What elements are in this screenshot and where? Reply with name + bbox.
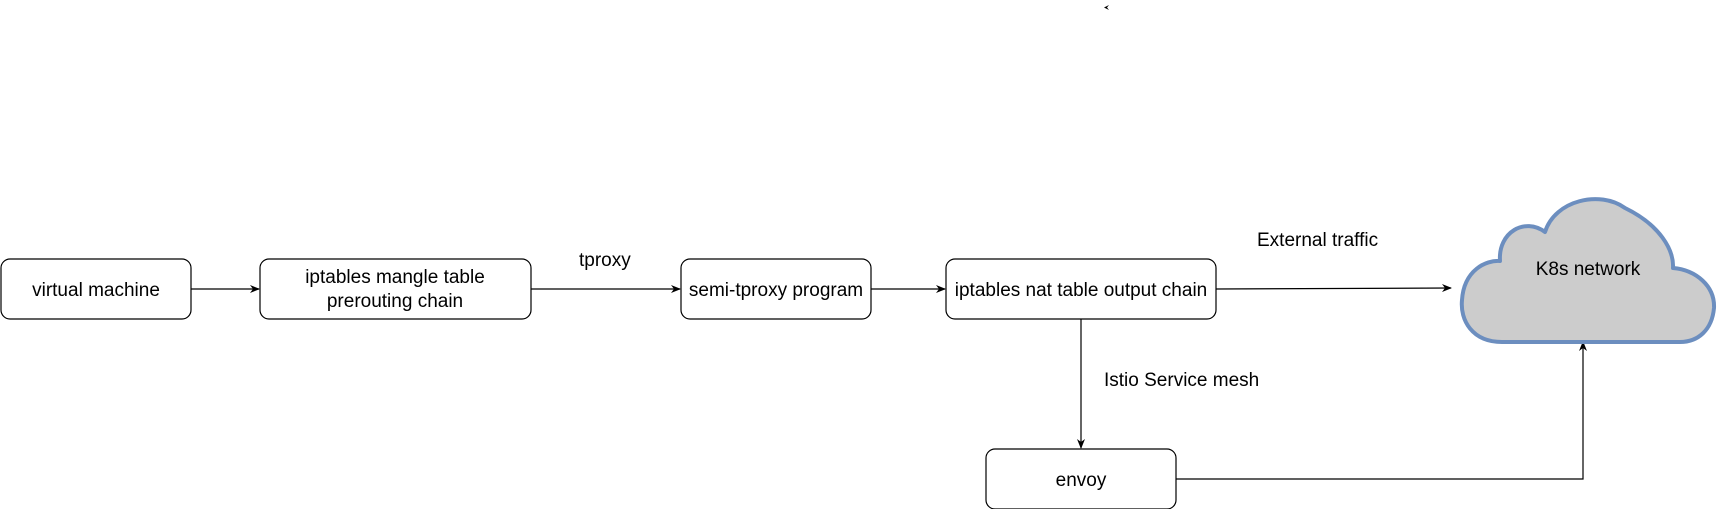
node-iptables-nat: iptables nat table output chain <box>945 258 1217 320</box>
edge-label-tproxy: tproxy <box>579 250 631 271</box>
node-envoy-box <box>985 448 1177 509</box>
node-semi-tproxy: semi-tproxy program <box>680 258 872 320</box>
node-virtual-machine-box <box>0 258 192 320</box>
node-virtual-machine: virtual machine <box>0 258 192 320</box>
stray-arrow-mark <box>1104 5 1109 10</box>
node-virtual-machine-label: virtual machine <box>32 280 160 301</box>
edge-nat-to-k8s <box>1215 284 1452 293</box>
cloud-icon <box>1459 197 1717 344</box>
edge-envoy-to-k8s <box>1176 341 1587 480</box>
node-iptables-mangle: iptables mangle table prerouting chain <box>259 258 532 320</box>
edge-label-istio-service-mesh: Istio Service mesh <box>1104 370 1259 391</box>
node-iptables-mangle-label-line-1: iptables mangle table <box>305 267 485 288</box>
node-semi-tproxy-label: semi-tproxy program <box>689 280 863 301</box>
node-iptables-nat-box <box>945 258 1217 320</box>
edge-label-external-traffic: External traffic <box>1257 230 1378 251</box>
node-semi-tproxy-box <box>680 258 872 320</box>
node-iptables-mangle-box <box>259 258 532 320</box>
node-k8s-network-label: K8s network <box>1536 259 1641 280</box>
node-k8s-network: K8s network <box>1459 197 1717 344</box>
node-envoy-label: envoy <box>1056 470 1107 491</box>
node-iptables-nat-label: iptables nat table output chain <box>955 280 1207 301</box>
node-envoy: envoy <box>985 448 1177 509</box>
node-iptables-mangle-label-line-2: prerouting chain <box>327 291 463 312</box>
